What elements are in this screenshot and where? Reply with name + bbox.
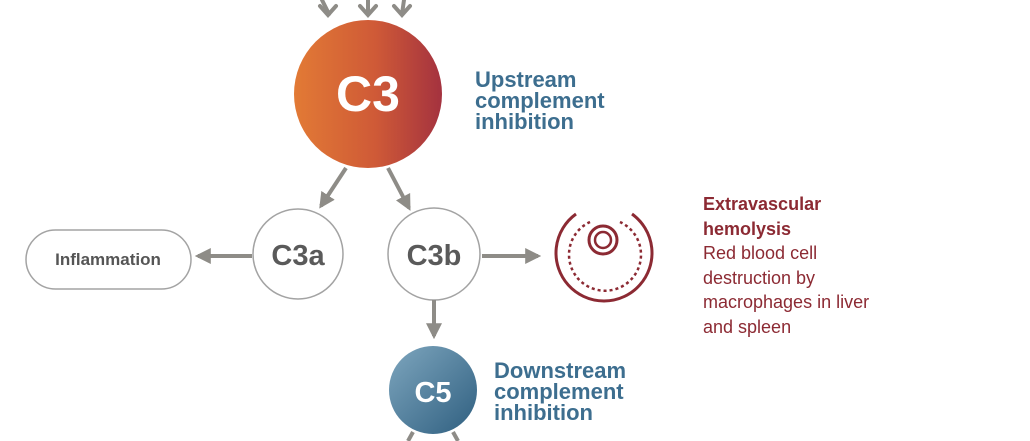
- hemolysis-body-line-1: Red blood cell: [703, 243, 818, 263]
- arrow-icon: [318, 4, 338, 19]
- hemolysis-body-line-3: macrophages in liver: [703, 292, 870, 312]
- arrow-c3-to-c3b: [386, 167, 411, 211]
- hemolysis-body-line-2: destruction by: [703, 267, 816, 288]
- upstream-annotation: Upstream complement inhibition: [475, 67, 605, 134]
- hemolysis-title-line-2: hemolysis: [703, 218, 792, 239]
- downstream-line-2: complement: [494, 379, 624, 404]
- c3b-label: C3b: [407, 240, 462, 272]
- c5-label: C5: [414, 377, 451, 409]
- incoming-arrows: [318, 0, 412, 19]
- downstream-line-1: Downstream: [494, 358, 627, 383]
- macrophage-engulfing-cell-icon: [554, 212, 654, 303]
- arrow-icon: [392, 4, 412, 19]
- arrow-icon: [320, 0, 331, 16]
- downstream-line-3: inhibition: [494, 400, 593, 425]
- hemolysis-body-line-4: and spleen: [703, 316, 792, 337]
- arrow-icon: [406, 431, 415, 441]
- downstream-annotation: Downstream complement inhibition: [494, 358, 627, 425]
- hemolysis-title-line-1: Extravascular: [703, 194, 822, 214]
- upstream-line-1: Upstream: [475, 67, 577, 92]
- upstream-line-2: complement: [475, 88, 605, 113]
- arrow-c3-to-c3a: [319, 166, 348, 209]
- c5-node: [389, 346, 477, 434]
- c3a-label: C3a: [271, 240, 325, 272]
- c3-label: C3: [336, 66, 400, 122]
- arrow-icon: [358, 4, 378, 19]
- inflammation-label: Inflammation: [55, 250, 161, 269]
- c3a-node: [252, 208, 344, 300]
- upstream-line-3: inhibition: [475, 109, 574, 134]
- inflammation-node: [25, 229, 192, 290]
- arrow-icon: [451, 431, 460, 441]
- c3-node: [294, 20, 442, 168]
- extravascular-hemolysis-annotation: Extravascular hemolysis Red blood cell d…: [703, 192, 869, 339]
